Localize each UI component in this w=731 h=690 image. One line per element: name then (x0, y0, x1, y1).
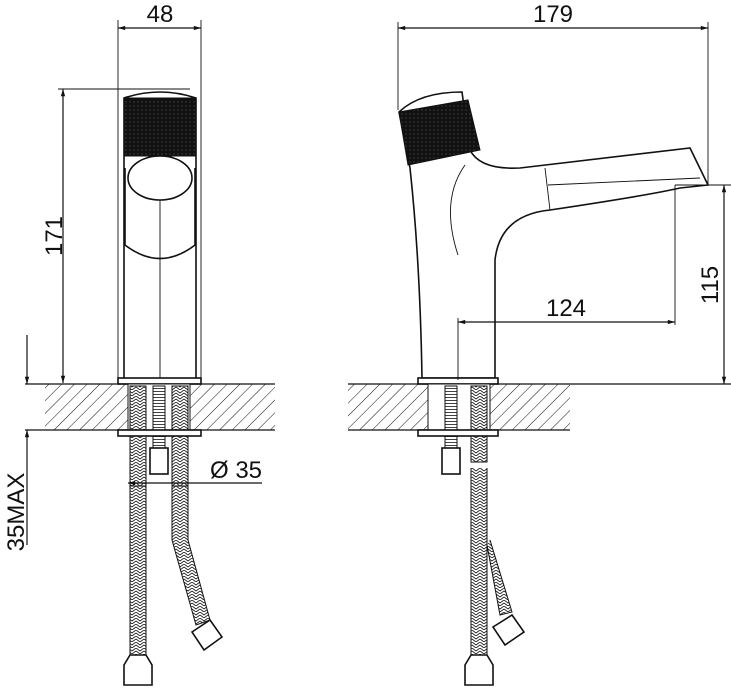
nut-side (441, 447, 461, 475)
front-view: 48 171 Ø 35 35MAX (3, 1, 275, 686)
hose-nut-right (190, 618, 224, 652)
nut (149, 447, 169, 475)
spout-height-label: 115 (697, 266, 724, 304)
height-label: 171 (41, 216, 68, 256)
washer-side (417, 429, 499, 437)
hose-side-upper (470, 385, 488, 463)
width-label: 48 (147, 1, 174, 28)
button-cap (127, 155, 193, 201)
hose-nut-left (123, 654, 153, 686)
hose-nut-side-2 (491, 613, 526, 647)
hose-nut-side (464, 654, 494, 686)
spout-detail (544, 167, 701, 211)
washer (117, 429, 202, 437)
base-plate (117, 377, 202, 385)
hose-left-lower (129, 486, 147, 656)
hose-side-lower (470, 468, 488, 656)
knurled-handle-side (398, 99, 481, 166)
threaded-rod-side (444, 385, 458, 457)
side-view: 179 124 115 (348, 1, 731, 686)
length-label: 179 (533, 1, 573, 28)
body-curve (450, 164, 466, 256)
deck-thickness-label: 35MAX (3, 473, 30, 552)
hose-side-second (486, 539, 513, 616)
hose-right-lower (171, 486, 211, 626)
diameter-label: Ø 35 (210, 457, 262, 484)
knurled-handle-front (123, 97, 197, 157)
reach-label: 124 (546, 295, 586, 322)
